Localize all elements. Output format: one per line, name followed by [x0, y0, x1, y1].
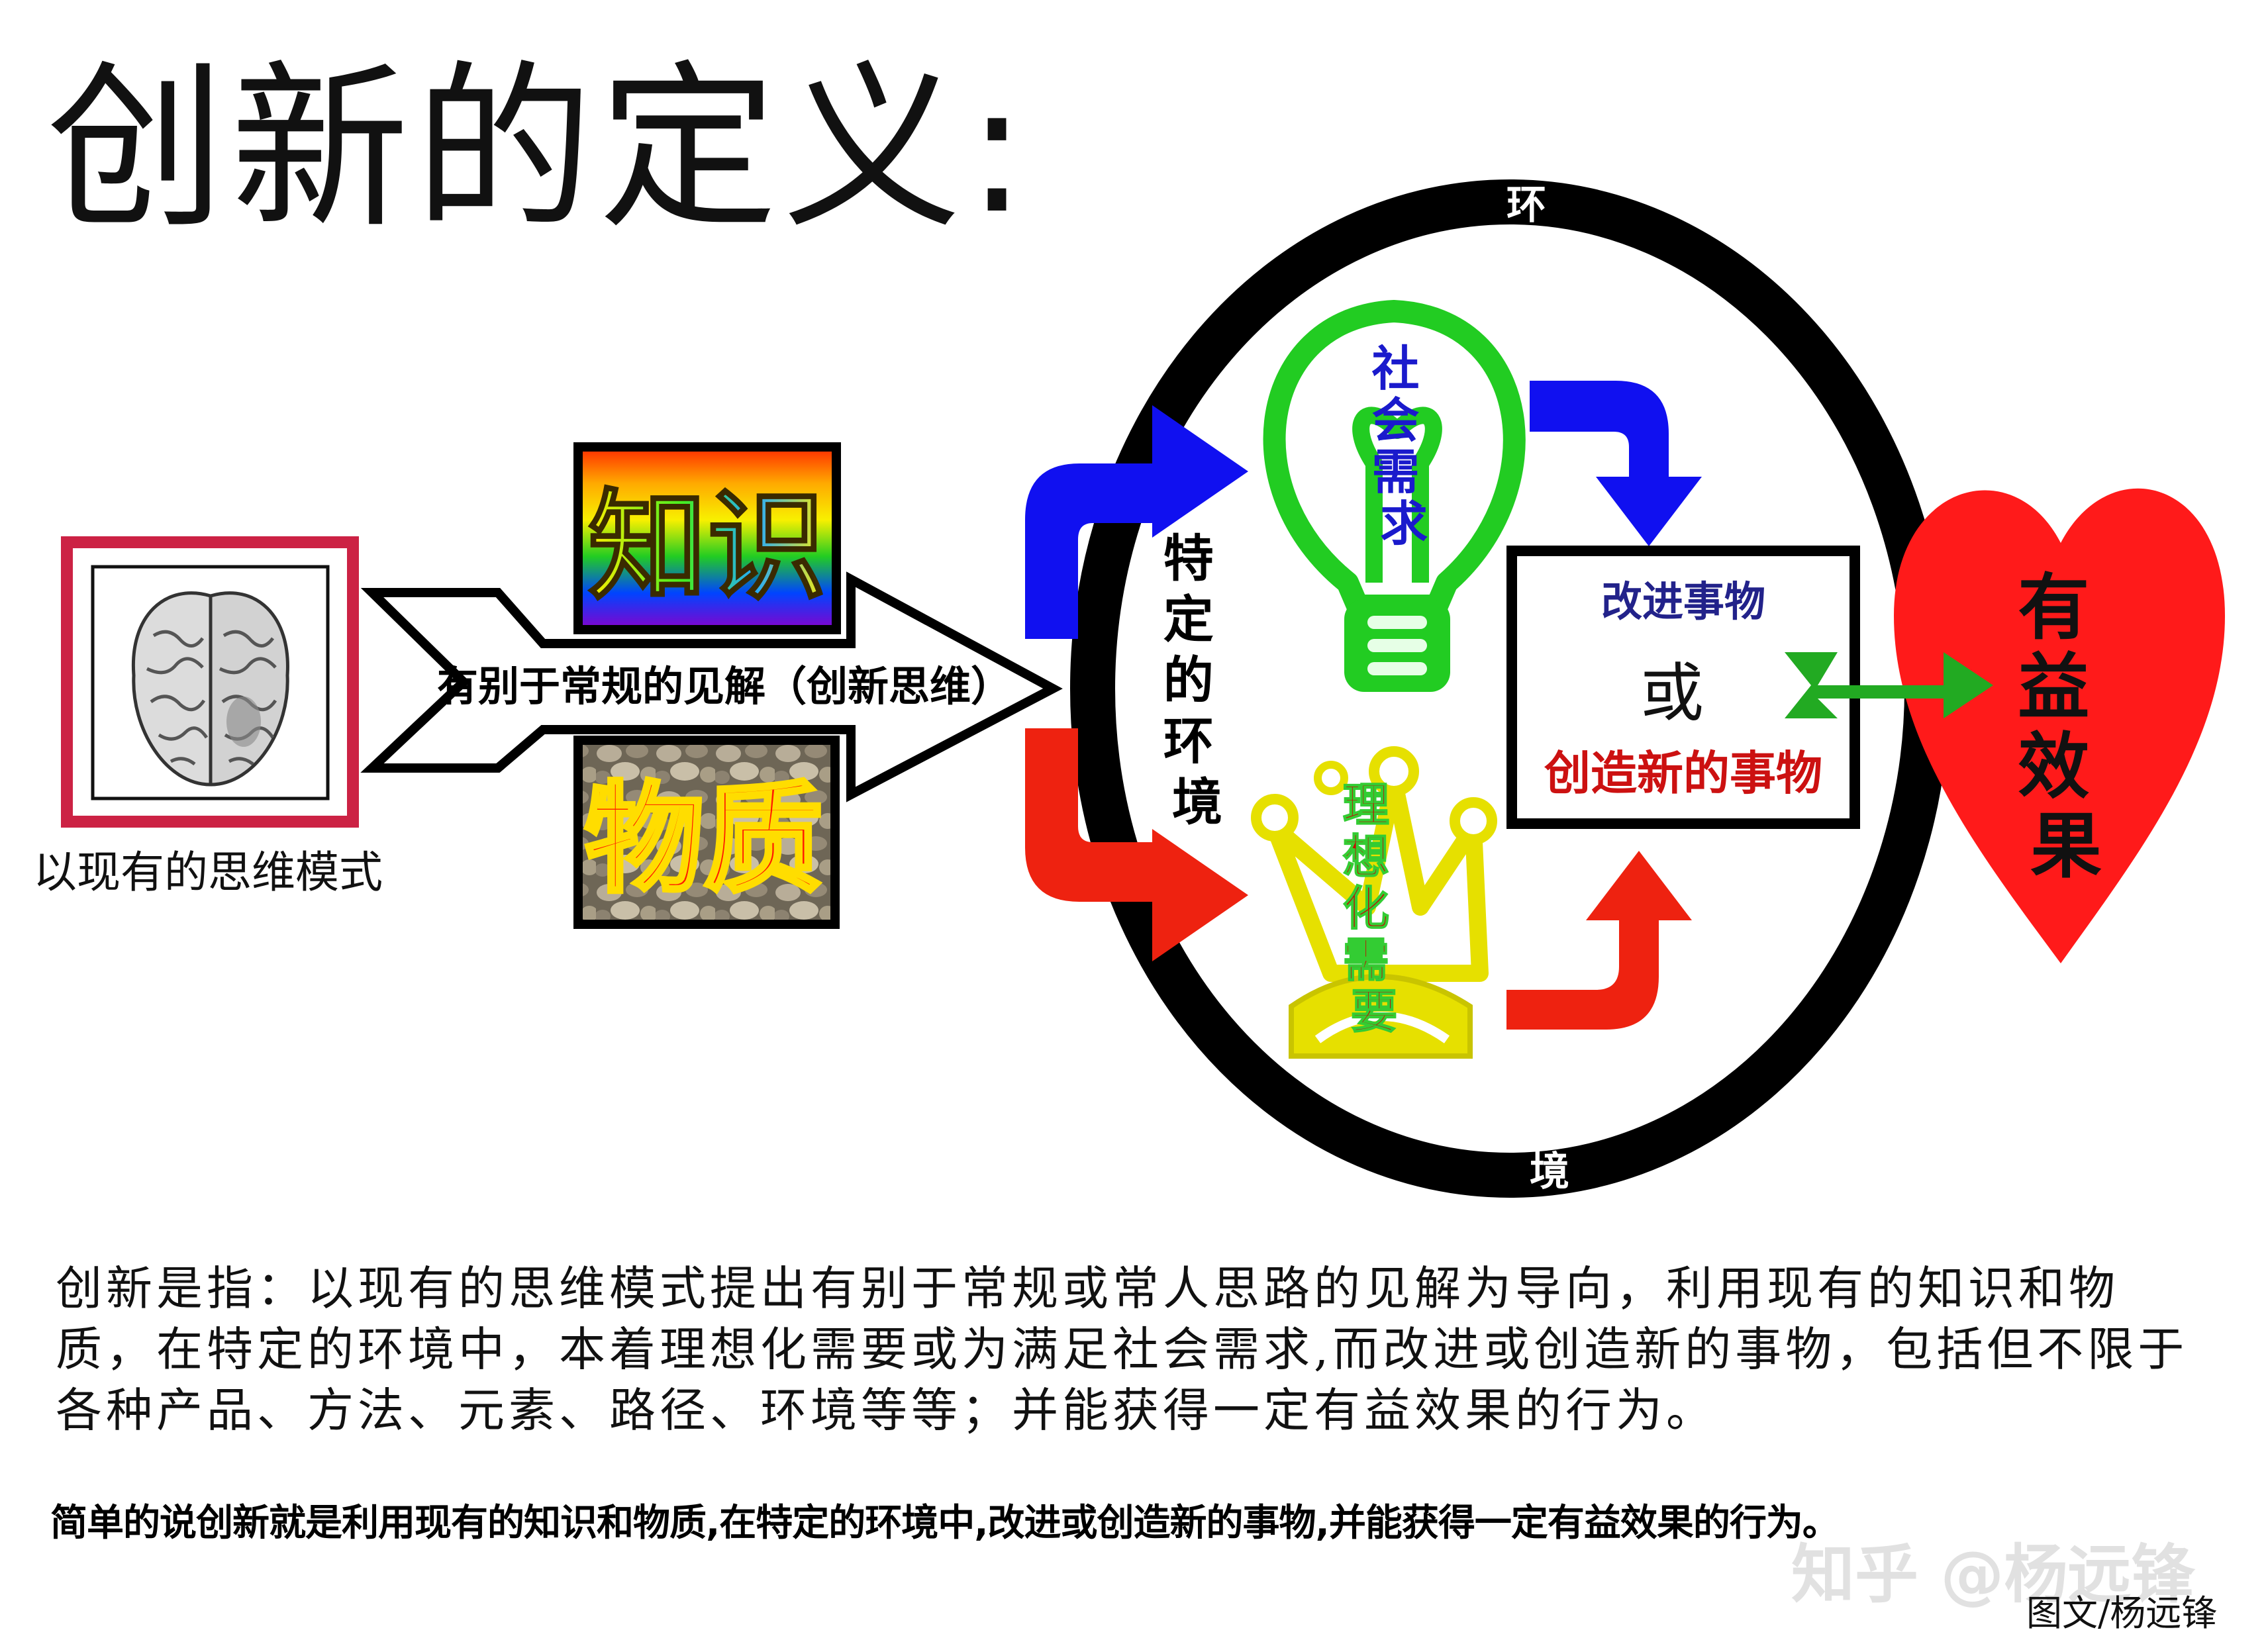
- brain-icon: [131, 591, 289, 787]
- environment-bottom-label: 境: [1530, 1149, 1569, 1195]
- crown-icon: [1251, 746, 1497, 1059]
- page-title: 创新的定义:: [46, 44, 1032, 253]
- knowledge-box: 知识: [573, 442, 841, 634]
- material-box: 物质: [573, 736, 840, 929]
- knowledge-label: 知识: [588, 477, 826, 616]
- green-arrow: [1785, 652, 1993, 718]
- credit-text: 图文/杨远锋: [2026, 1592, 2218, 1634]
- result-box: [1506, 546, 1860, 829]
- material-label: 物质: [585, 769, 823, 909]
- lightbulb-icon: [1263, 300, 1526, 692]
- idealized-need-label: 理 想 化 需 要: [1343, 777, 1405, 1039]
- specific-environment-label: 特 定 的 环 境: [1163, 529, 1231, 832]
- summary-sentence: 简单的说创新就是利用现有的知识和物质,在特定的环境中,改进或创造新的事物,并能获…: [50, 1502, 1840, 1545]
- innovation-thinking-label: 有别于常规的见解（创新思维）: [437, 662, 1012, 710]
- blue-arrow: [1025, 405, 1248, 639]
- brain-caption: 以现有的思维模式: [33, 847, 383, 898]
- innovation-thinking-arrow: [360, 571, 1063, 802]
- environment-top-label: 环: [1506, 182, 1546, 228]
- definition-paragraph: 创新是指：以现有的思维模式提出有别于常规或常人思路的见解为导向，利用现有的知识和…: [56, 1261, 2189, 1437]
- red-arrow: [1025, 728, 1248, 961]
- red-up-arrow: [1506, 851, 1692, 1030]
- create-label: 创造新的事物: [1544, 746, 1822, 800]
- social-need-label: 社 会 需 求: [1371, 340, 1436, 552]
- or-label: 或: [1640, 656, 1704, 730]
- benefit-label: 有 益 效 果: [2018, 566, 2114, 888]
- blue-down-arrow: [1530, 381, 1702, 546]
- heart-icon: [1894, 488, 2225, 963]
- improve-label: 改进事物: [1601, 577, 1765, 626]
- watermark: 知乎 @杨远锋: [1791, 1537, 2195, 1612]
